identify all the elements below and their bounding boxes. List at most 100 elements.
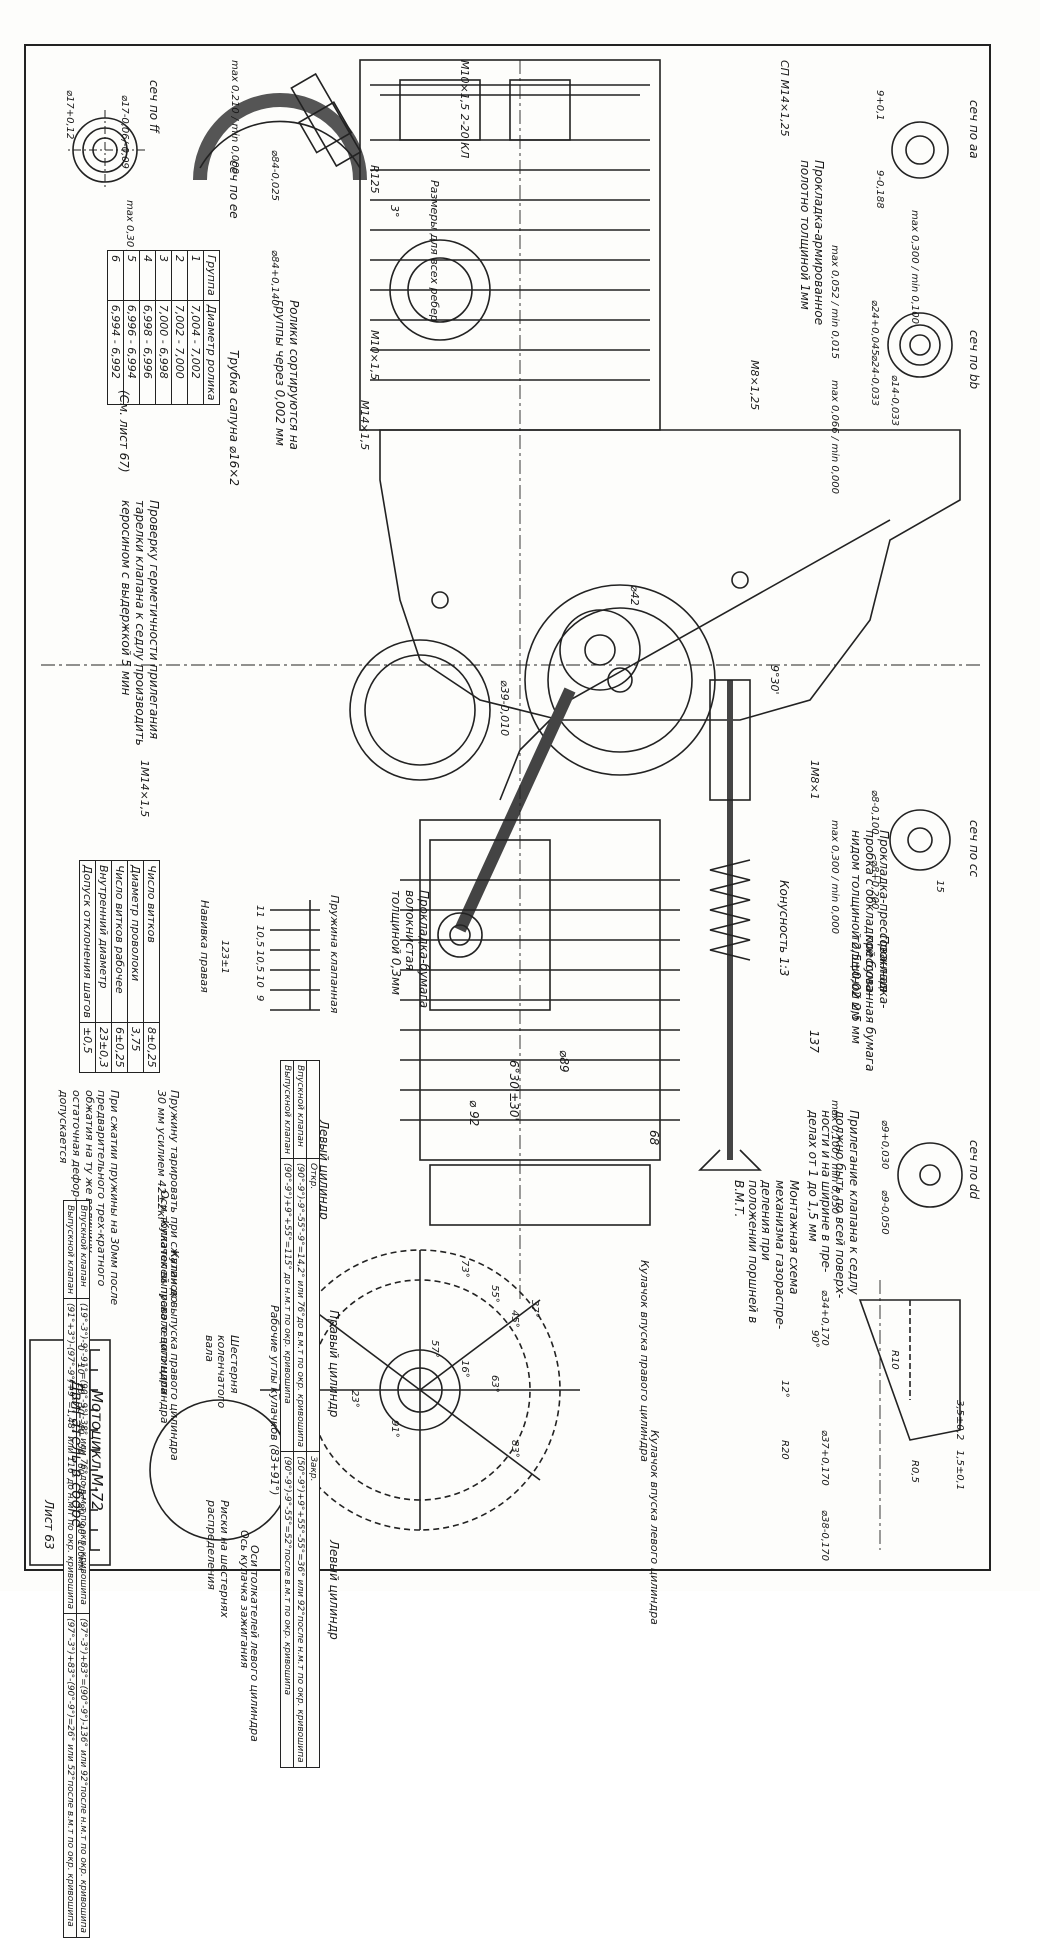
cam-angle: 73° xyxy=(459,1260,470,1278)
section-dd-drawing xyxy=(897,1142,963,1208)
table-cell: Выпускной клапан xyxy=(63,1200,77,1299)
valve-seat-detail xyxy=(858,1280,961,1550)
engine-linework xyxy=(24,44,991,1571)
note-valve-fit: Прилегание клапана к седлу должно быть п… xyxy=(805,1110,861,1299)
seat-dim: 1,5±0,1 xyxy=(954,1450,965,1491)
table-cell: Выпускной клапан xyxy=(280,1060,294,1159)
note-tube: Трубка сапуна ⌀16×2 xyxy=(227,350,241,486)
table-cell: 1 xyxy=(187,250,204,301)
dim-conus: Конусность 1:3 xyxy=(777,880,791,977)
table-cell: Впускной клапан xyxy=(76,1200,90,1299)
section-cc-drawing xyxy=(889,809,951,871)
table-cell: 23±0,3 xyxy=(95,1022,112,1073)
spring-dim: 10 xyxy=(254,975,265,988)
note-rollers: Ролики сортируются на группы через 0,002… xyxy=(273,300,301,450)
table-header: Группа xyxy=(203,250,220,301)
table-cell: 7,000 - 6,998 xyxy=(155,300,172,405)
seat-dim: 12° xyxy=(779,1380,790,1398)
scale-tick: 60 xyxy=(75,1463,85,1475)
connecting-rod xyxy=(437,687,576,958)
dim-cc-tol: max 0,300 / min 0,000 xyxy=(829,820,840,934)
fin-sizes-note: Размеры для всех ребер xyxy=(428,180,441,322)
table-cell: 8±0,25 xyxy=(143,1022,160,1073)
table-cell: 6 xyxy=(107,250,124,301)
seat-dim: ⌀34+0,170 xyxy=(819,1290,830,1346)
table-header: Откр. xyxy=(306,1158,320,1452)
table-header: Диаметр ролика xyxy=(203,300,220,405)
table-cell: (90°-9°)-9°-55°-9°=14,2° или 76°до в.м.т… xyxy=(293,1158,307,1452)
dim-ff-inner: ⌀17-0,06/-0,09 xyxy=(119,95,130,169)
dim-bb-tol2: max 0,066 / min 0,000 xyxy=(829,380,840,494)
cam-angle: 37° xyxy=(529,1300,540,1318)
cam-angle: 23° xyxy=(349,1390,360,1408)
spring-winding: Навивка правая xyxy=(198,900,211,993)
table-header: Закр. xyxy=(306,1451,320,1768)
cam-angle: 16° xyxy=(459,1360,470,1378)
note-gasket-paper: Прокладка-бумага волокнистая толщиной 0,… xyxy=(389,890,431,1009)
spring-load-note: Пружину тарировать при сжатии до 30 мм у… xyxy=(155,1090,181,1303)
table-cell: 6,998 - 6,996 xyxy=(139,300,156,405)
scale-tick: 80 xyxy=(75,1503,85,1515)
note-gasket-fins: Прокладка-армированное полотно толщиной … xyxy=(798,160,826,326)
cam-angle: 55° xyxy=(489,1285,500,1303)
crankcase-body xyxy=(349,429,961,801)
scale-tick: 30 xyxy=(75,1403,85,1415)
seat-dim: ⌀37+0,170 xyxy=(819,1430,830,1486)
seat-dim: R10 xyxy=(889,1350,900,1370)
dim-ee-inner: ⌀84-0,025 xyxy=(269,150,280,201)
table-cell: Диаметр проволоки xyxy=(127,860,144,1023)
label-cam-in-left: Кулачок впуска левого цилиндра xyxy=(648,1430,661,1625)
dim-phi92: ⌀ 92 xyxy=(467,1100,481,1127)
dim-cc-1: ⌀8-0,100 xyxy=(869,790,880,835)
scale-tick: 100мм xyxy=(75,1540,85,1571)
label-marks: Риски на шестернях распределения xyxy=(205,1500,231,1618)
dim-phi42: ⌀42 xyxy=(628,585,641,606)
dim-cc-15: 15 xyxy=(934,880,945,893)
dim-68: 68 xyxy=(647,1130,661,1146)
cam-angle: 83° xyxy=(509,1440,520,1458)
table-cell: Внутренний диаметр xyxy=(95,860,112,1023)
section-bb-label: сеч по bb xyxy=(967,330,981,390)
thread-top-label: М10×1,5 2-20 КЛ xyxy=(458,60,471,159)
dim-aa-2: 9-0,188 xyxy=(874,170,885,209)
spring-dim: 10,5 xyxy=(254,925,265,948)
table-cell: 7,004 - 7,002 xyxy=(187,300,204,405)
thread-m8-label: М8×1,25 xyxy=(748,360,761,411)
scale-tick: 40 xyxy=(75,1423,85,1435)
table-cell: 7,002 - 7,000 xyxy=(171,300,188,405)
table-cell: (90°-9°)-9°-55°=52°после в.м.т по окр. к… xyxy=(280,1451,294,1768)
table-cell: Впускной клапан xyxy=(293,1060,307,1159)
section-bb-drawing xyxy=(887,312,953,378)
angle-3-label: 3° xyxy=(388,205,401,218)
radius-r125-label: R125 xyxy=(368,165,381,194)
table-cell: Допуск отклонения шагов xyxy=(79,860,96,1023)
dim-phi39: ⌀39-0,010 xyxy=(498,680,511,737)
section-aa-drawing xyxy=(891,121,949,179)
spring-dim: 11 xyxy=(254,905,265,918)
table-cell: (97°-3°)+83°=(90°-9°)-136° или 92°после … xyxy=(76,1613,90,1938)
table-cell: 5 xyxy=(123,250,140,301)
crankshaft-drawing xyxy=(524,584,716,776)
table-cell: ±0,5 xyxy=(79,1022,96,1073)
dim-ee-outer: ⌀84+0,140 xyxy=(269,250,280,306)
scale-bar-lines xyxy=(89,1349,100,1551)
dim-angle630: 6°30'±30' xyxy=(507,1060,521,1121)
table-cell: Число витков xyxy=(143,860,160,1023)
table-cell: Число витков рабочее xyxy=(111,860,128,1023)
thread-m14-label: М14×1,5 xyxy=(358,400,371,451)
section-ee-drawing xyxy=(193,93,367,181)
label-gear: Шестерня коленчатого вала xyxy=(202,1335,241,1409)
dim-dd-1: ⌀9+0,030 xyxy=(879,1120,890,1170)
thread-m14b-label: 1М14×1,5 xyxy=(138,760,151,818)
engine-drawing-sheet: сеч по ff сеч по ee сеч по aa сеч по bb … xyxy=(24,44,991,1938)
spark-plug-drawing xyxy=(290,72,362,168)
section-dd-label: сеч по dd xyxy=(967,1140,981,1200)
note-check: Проверку герметичности прилегания тарелк… xyxy=(119,500,161,746)
table-cell: (97°-3°)+83°-(90°-9°)=26° или 52°после в… xyxy=(63,1613,77,1938)
scale-tick: 90 xyxy=(75,1523,85,1535)
seat-dim: ⌀38-0,170 xyxy=(819,1510,830,1561)
dim-phi89: ⌀89 xyxy=(557,1050,571,1073)
spring-sketch xyxy=(270,900,320,1011)
